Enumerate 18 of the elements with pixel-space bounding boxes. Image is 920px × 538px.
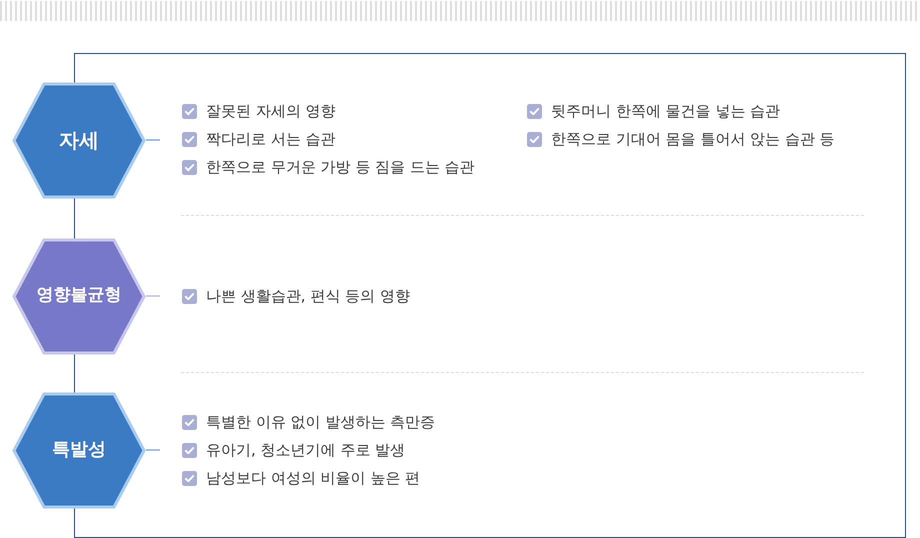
connector-line bbox=[146, 295, 160, 297]
hexagon-label: 영향불균형 bbox=[36, 285, 122, 307]
hexagon-shape bbox=[12, 238, 146, 354]
hexagon-label: 특발성 bbox=[52, 438, 106, 462]
connector-line bbox=[146, 449, 160, 451]
hexagon-label: 자세 bbox=[59, 128, 99, 152]
hexagon-shape bbox=[12, 392, 146, 508]
list-item-text: 유아기, 청소년기에 주로 발생 bbox=[206, 440, 406, 461]
list-item-text: 한쪽으로 기대어 몸을 틀어서 앉는 습관 등 bbox=[551, 129, 835, 150]
hexagon-shape bbox=[12, 82, 146, 198]
list-item-text: 짝다리로 서는 습관 bbox=[206, 129, 336, 150]
list-item-text: 잘못된 자세의 영향 bbox=[206, 101, 336, 122]
connector-line bbox=[146, 139, 160, 141]
list-item-text: 한쪽으로 무거운 가방 등 짐을 드는 습관 bbox=[206, 157, 475, 178]
list-item-text: 남성보다 여성의 비율이 높은 편 bbox=[206, 468, 420, 489]
list-item-text: 특별한 이유 없이 발생하는 측만증 bbox=[206, 412, 436, 433]
list-item-text: 나쁜 생활습관, 편식 등의 영향 bbox=[206, 286, 410, 307]
list-item-text: 뒷주머니 한쪽에 물건을 넣는 습관 bbox=[551, 101, 780, 122]
